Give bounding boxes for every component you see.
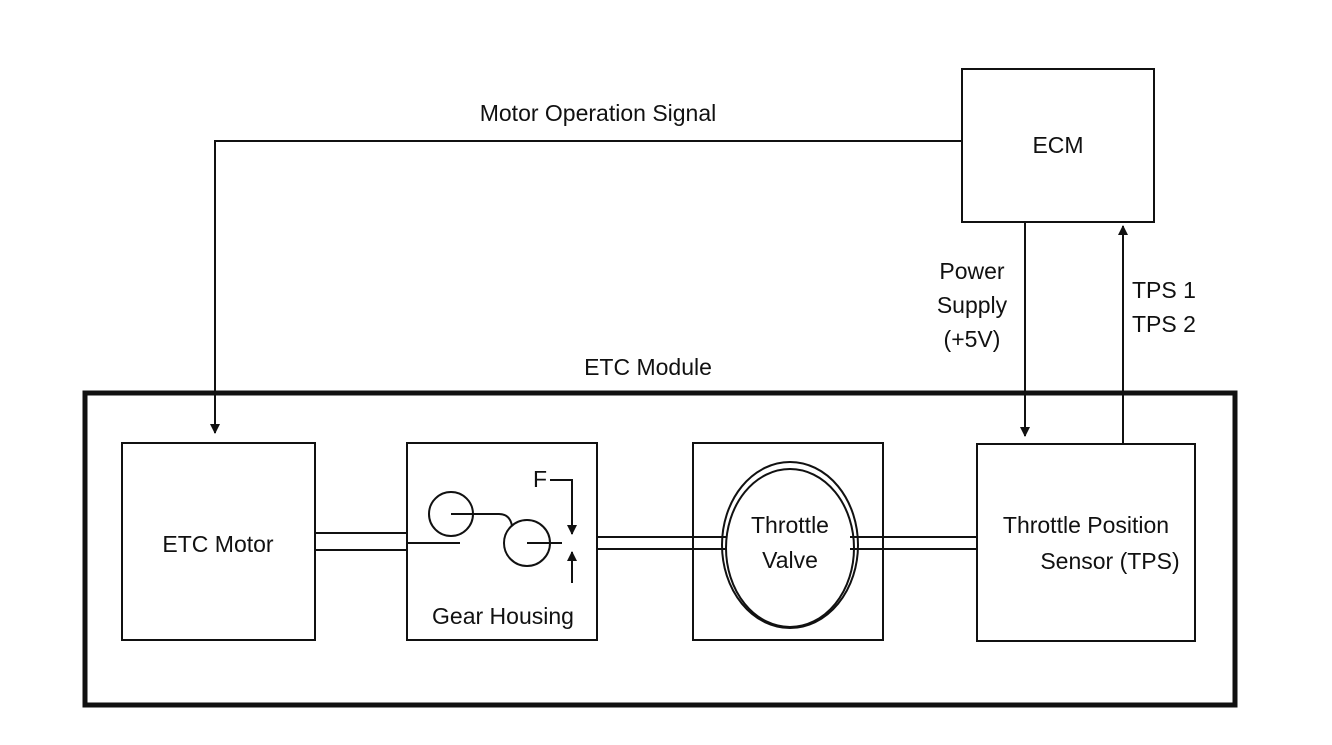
gear-link-curve <box>498 513 513 527</box>
etc-motor-label: ETC Motor <box>162 531 274 557</box>
force-marker-leader <box>550 479 577 535</box>
tps-box-label-1: Throttle Position <box>1003 512 1169 538</box>
gear-housing-label: Gear Housing <box>432 603 574 629</box>
etc-module-frame <box>82 390 1238 708</box>
etc-module-label: ETC Module <box>584 354 712 380</box>
motor-operation-signal-line <box>210 140 962 434</box>
throttle-valve-label-2: Valve <box>762 547 818 573</box>
throttle-valve-label-1: Throttle <box>751 512 829 538</box>
tps1-label: TPS 1 <box>1132 277 1196 303</box>
throttle-valve-box <box>692 442 884 641</box>
motor-operation-signal-label: Motor Operation Signal <box>480 100 717 126</box>
power-supply-label-2: Supply <box>937 292 1008 318</box>
tps-box-label-2: Sensor (TPS) <box>1040 548 1179 574</box>
throttle-valve-bore-inner <box>725 468 855 628</box>
tps-box <box>976 443 1196 642</box>
ecm-label: ECM <box>1032 132 1083 158</box>
force-marker-label: F <box>533 466 547 492</box>
power-supply-label-3: (+5V) <box>944 326 1001 352</box>
ecm-box <box>961 68 1155 223</box>
power-supply-label-1: Power <box>939 258 1005 284</box>
etc-motor-box <box>121 442 316 641</box>
gear-housing-box <box>406 442 598 641</box>
tps2-label: TPS 2 <box>1132 311 1196 337</box>
